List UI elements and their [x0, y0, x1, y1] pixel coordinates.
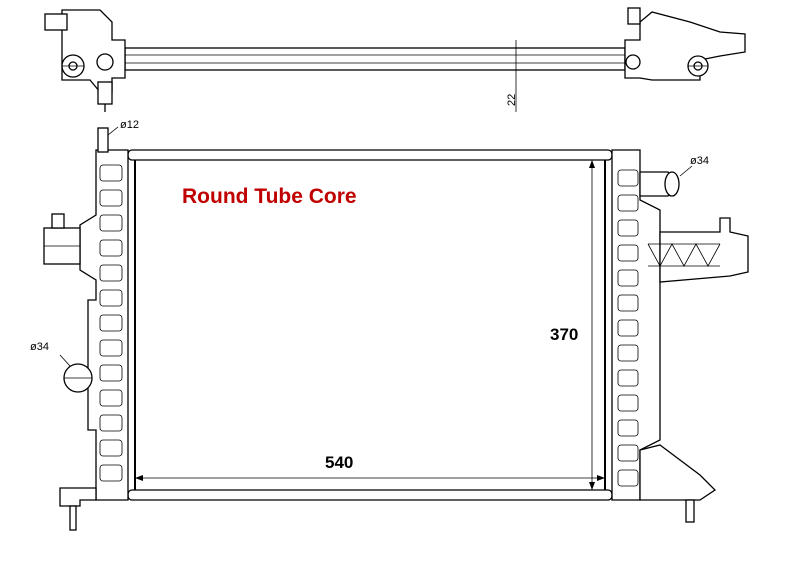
right-foot — [639, 444, 717, 501]
right-tank — [611, 149, 661, 501]
depth-dim-label: 22 — [506, 94, 518, 106]
left-foot — [59, 487, 97, 507]
top-view — [44, 7, 746, 112]
left-outlet-label: ø34 — [30, 341, 49, 353]
left-top-pipe — [97, 127, 109, 153]
right-tank-ribs — [617, 169, 639, 487]
left-tank — [79, 149, 129, 501]
height-dim-label: 370 — [550, 325, 578, 344]
core-label: Round Tube Core — [182, 185, 357, 208]
right-inlet-label: ø34 — [690, 155, 709, 167]
front-view — [43, 126, 749, 531]
top-view-left-tank — [61, 9, 126, 93]
width-dim-label: 540 — [325, 453, 353, 472]
top-rail — [127, 149, 613, 161]
top-view-core-bar — [124, 47, 626, 71]
left-top-pipe-label: ø12 — [120, 119, 139, 131]
left-tank-ribs — [99, 164, 123, 482]
right-bracket — [659, 217, 749, 283]
top-view-right-tank — [624, 11, 746, 81]
bottom-rail — [127, 489, 613, 501]
